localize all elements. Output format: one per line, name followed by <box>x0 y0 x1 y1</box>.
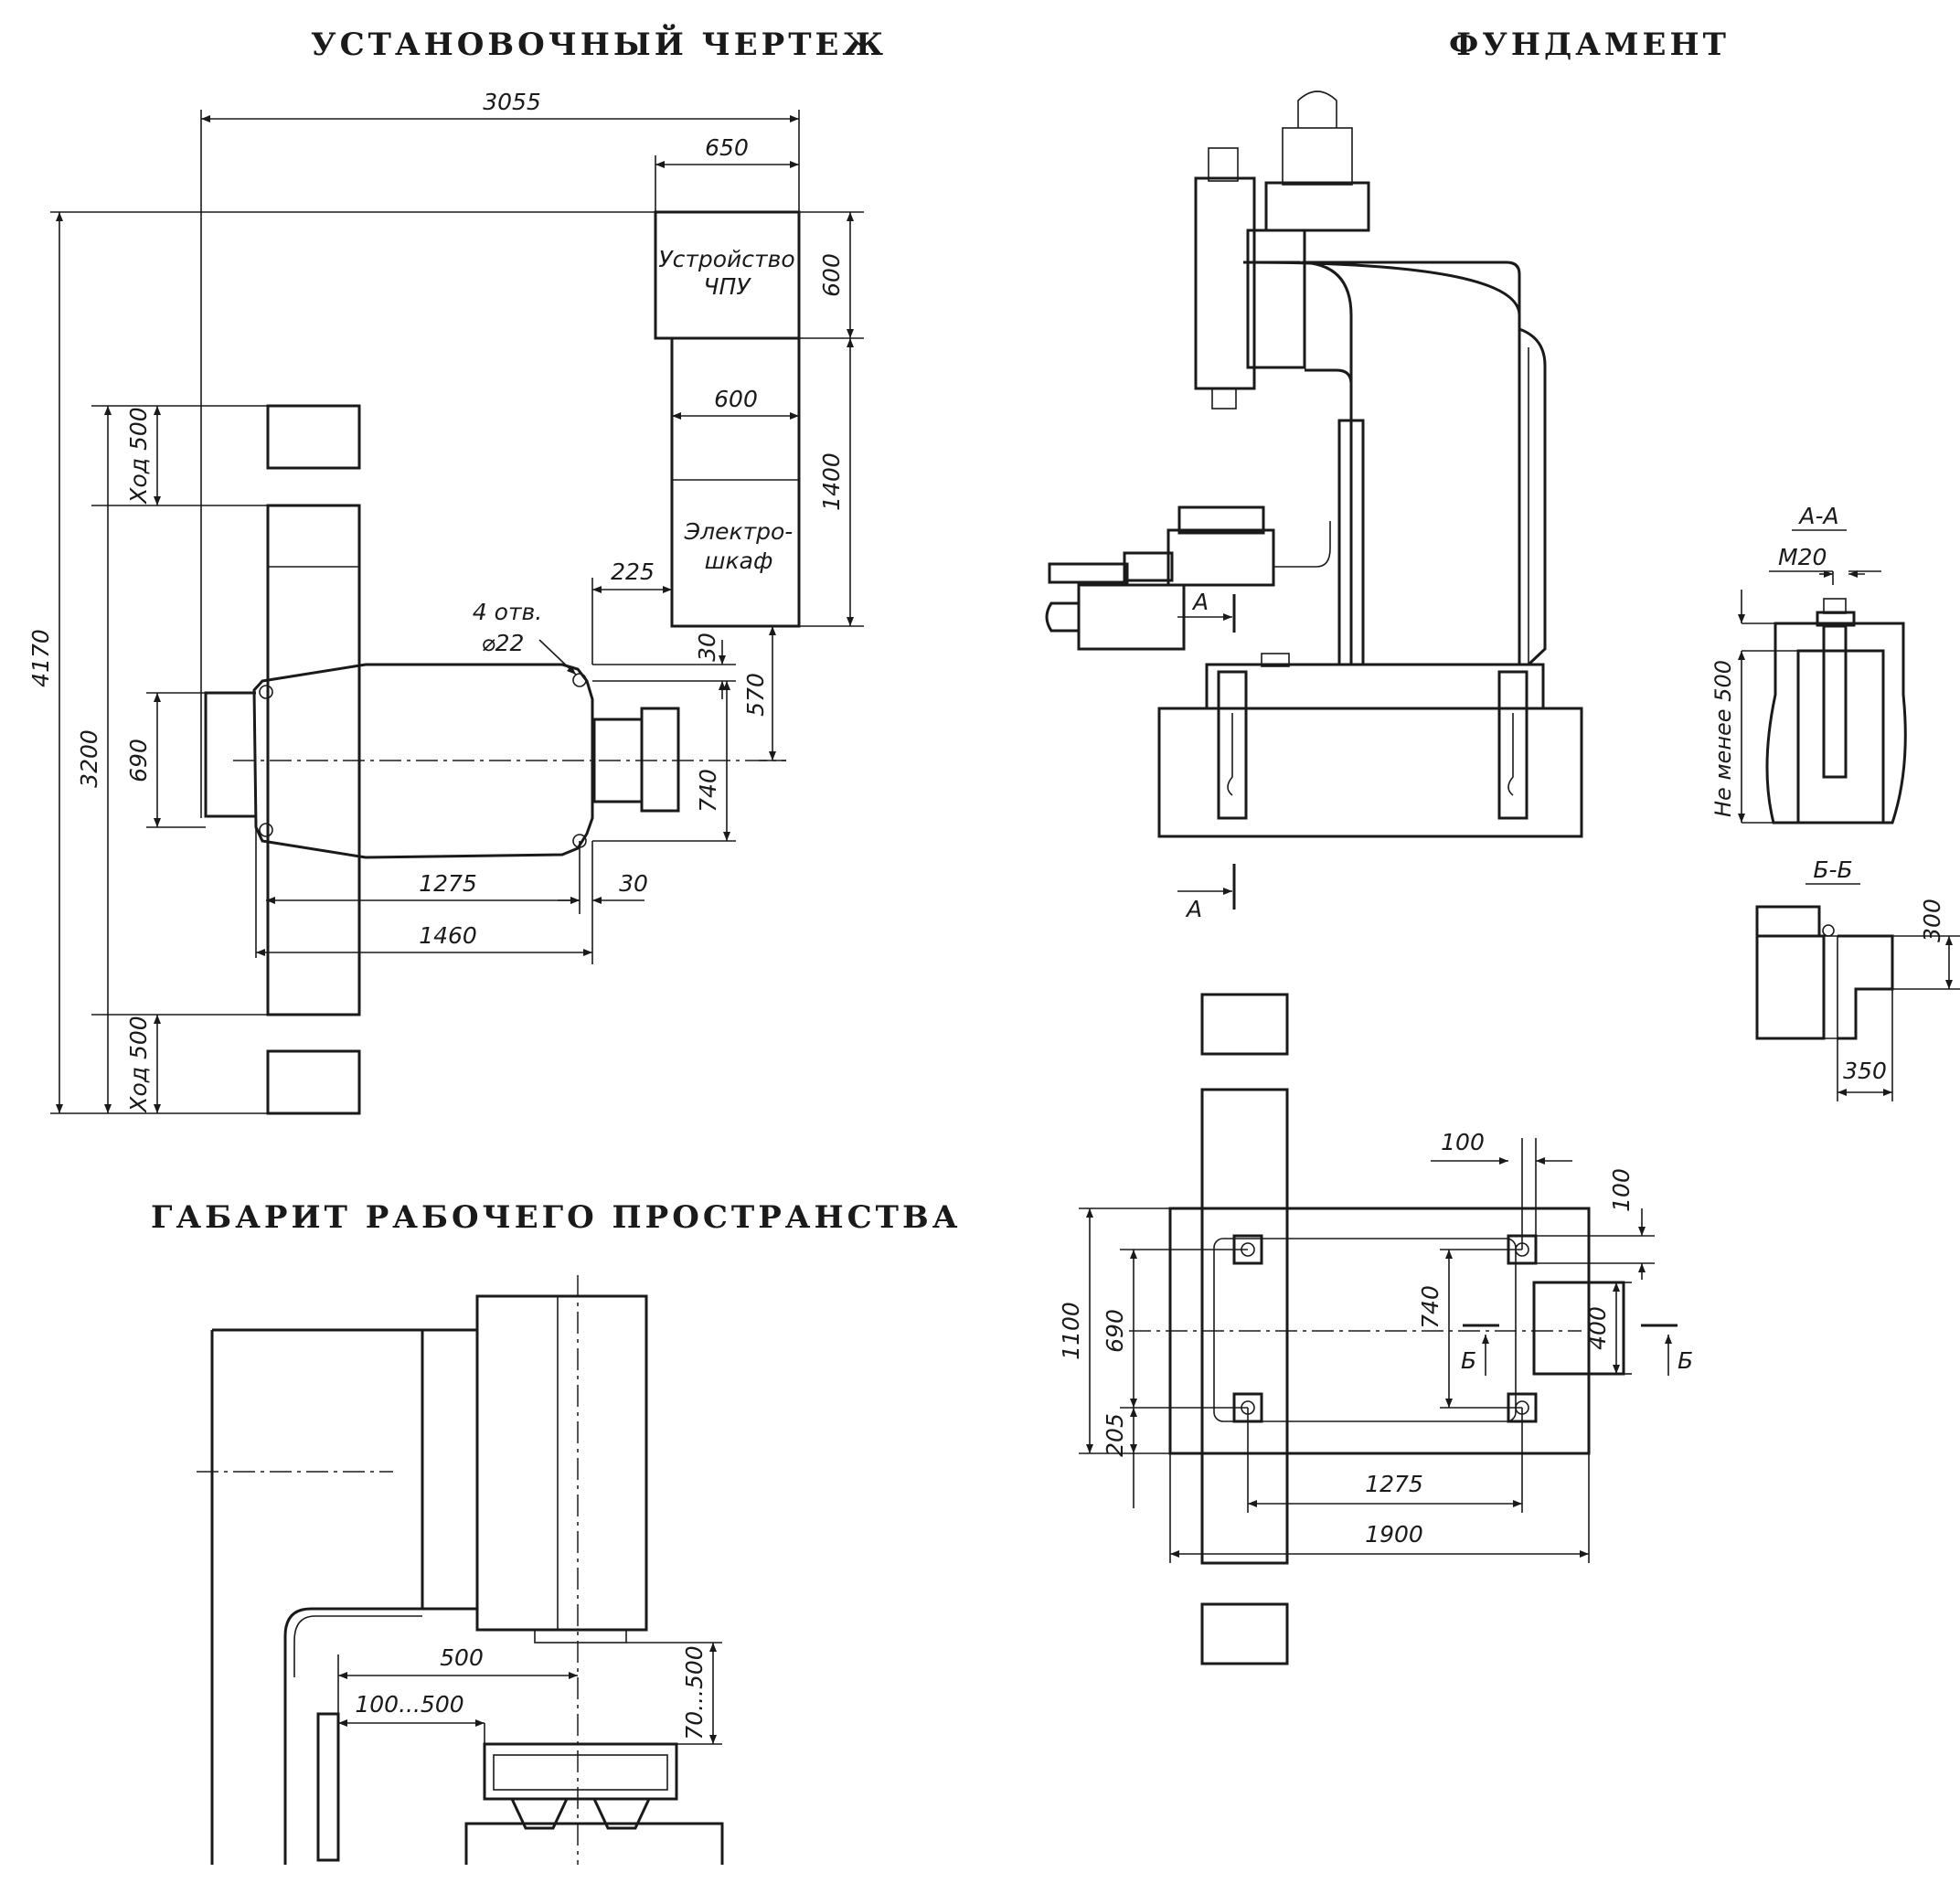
dim-600-cabinet: 600 <box>714 386 758 412</box>
dim-4170: 4170 <box>27 629 54 687</box>
dim-travel-500-top: Ход 500 <box>125 407 152 505</box>
table-end-block-bottom <box>266 1049 361 1115</box>
dim-3055: 3055 <box>483 89 541 115</box>
dim-30-bottom: 30 <box>619 870 648 897</box>
section-AA-label: А-А <box>1797 503 1838 529</box>
installation-drawing-title: УСТАНОВОЧНЫЙ ЧЕРТЕЖ <box>311 24 887 63</box>
dim-300: 300 <box>1919 899 1945 942</box>
electrical-cabinet-box <box>670 336 801 628</box>
dim-600-cnc: 600 <box>818 253 845 297</box>
dim-travel-500-bottom: Ход 500 <box>125 1016 152 1113</box>
foundation-plan: Б Б 100 100 1100 690 205 74 <box>1058 993 1693 1665</box>
dim-1460: 1460 <box>419 922 477 949</box>
section-BB-label: Б-Б <box>1813 856 1852 883</box>
dim-570: 570 <box>742 673 769 717</box>
dim-350: 350 <box>1843 1058 1887 1084</box>
section-marker-A-top: А <box>1191 589 1209 615</box>
dim-70-500-height: 70...500 <box>681 1645 708 1739</box>
dim-205: 205 <box>1102 1413 1128 1457</box>
dim-100-500-range: 100...500 <box>355 1691 463 1718</box>
dim-1275-plan: 1275 <box>1365 1471 1423 1497</box>
dim-30-top: 30 <box>694 633 720 662</box>
dim-500-reach: 500 <box>440 1644 484 1671</box>
foundation-block <box>1157 707 1583 838</box>
foundation-title: ФУНДАМЕНТ <box>1449 27 1730 63</box>
section-marker-B-left: Б <box>1461 1347 1476 1374</box>
dim-740: 740 <box>695 769 721 813</box>
cnc-unit-label-line2: ЧПУ <box>703 273 751 300</box>
dim-225: 225 <box>611 559 655 585</box>
dim-690-plan: 690 <box>1102 1309 1128 1353</box>
foundation-elevation: А А <box>1045 90 1583 922</box>
dim-1100: 1100 <box>1058 1302 1084 1360</box>
section-marker-B-right: Б <box>1678 1347 1693 1374</box>
electrical-cabinet-label-line2: шкаф <box>705 548 773 574</box>
bolt-size-label: М20 <box>1778 544 1827 570</box>
depth-min-label: Не менее 500 <box>1710 660 1736 817</box>
section-B-B: Б-Б 300 350 <box>1755 856 1960 1101</box>
dim-100-y: 100 <box>1608 1168 1635 1212</box>
dim-1400: 1400 <box>818 452 845 511</box>
dim-100-x: 100 <box>1441 1129 1485 1155</box>
workspace-title: ГАБАРИТ РАБОЧЕГО ПРОСТРАНСТВА <box>151 1199 961 1236</box>
dim-740-plan: 740 <box>1417 1285 1443 1329</box>
dim-690: 690 <box>125 739 152 782</box>
holes-label-line1: 4 отв. <box>473 599 542 625</box>
holes-label-line2: ⌀22 <box>482 630 525 656</box>
section-A-A: А-А М20 Не менее 500 <box>1710 503 1907 824</box>
dim-3200: 3200 <box>76 729 102 788</box>
dim-1900: 1900 <box>1365 1521 1423 1548</box>
dim-400: 400 <box>1584 1306 1611 1350</box>
table-end-block-top <box>266 404 361 470</box>
electrical-cabinet-label-line1: Электро- <box>684 518 794 545</box>
workspace-envelope: 500 100...500 70...500 <box>197 1275 724 1865</box>
installation-plan: Устройство ЧПУ Электро- шкаф 3055 650 <box>27 89 864 1115</box>
cnc-unit-label-line1: Устройство <box>658 246 794 272</box>
section-marker-A-bottom: А <box>1185 896 1202 922</box>
dim-1275: 1275 <box>419 870 477 897</box>
dim-650: 650 <box>705 134 749 161</box>
machine-column <box>1242 261 1547 666</box>
